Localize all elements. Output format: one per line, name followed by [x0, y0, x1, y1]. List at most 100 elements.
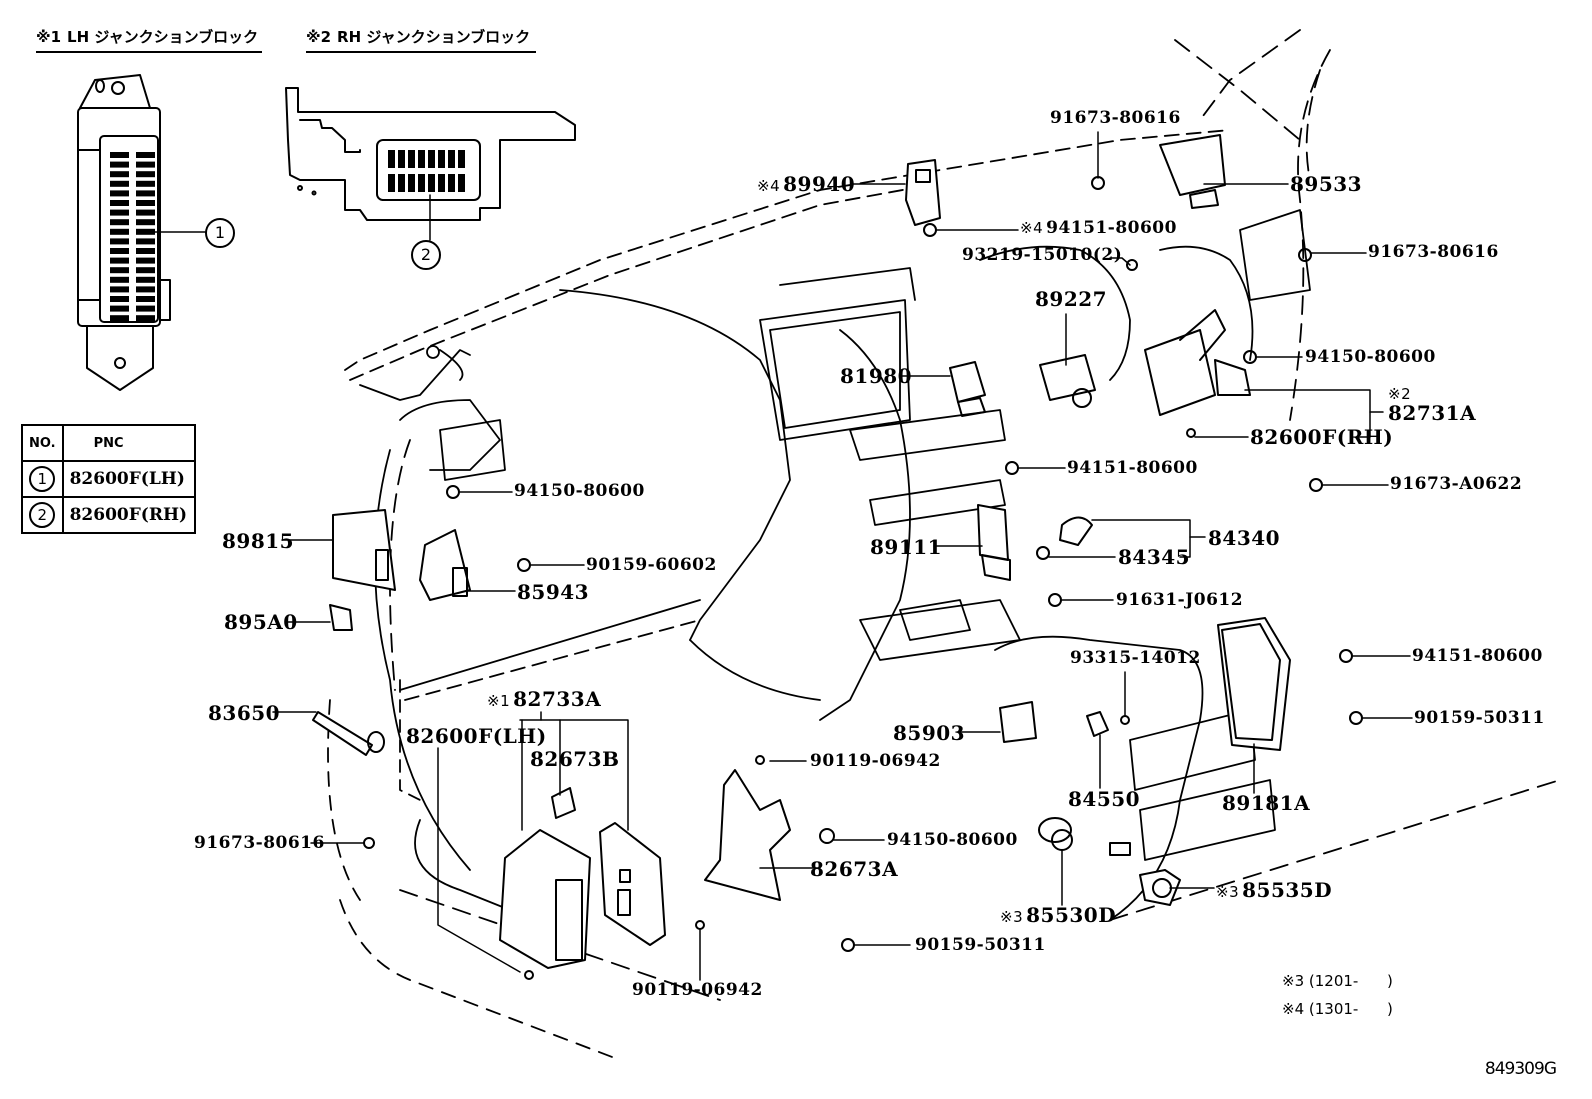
callout-83650[interactable]: 83650 — [208, 701, 281, 725]
note-mark: ※1 — [36, 28, 62, 46]
rh-junction-block — [285, 87, 576, 221]
callout-81980[interactable]: 81980 — [840, 364, 913, 388]
part-89940 — [905, 159, 941, 226]
callout-91673-80616-left[interactable]: 91673-80616 — [194, 833, 325, 853]
diagram-reference-code: 849309G — [1484, 1059, 1557, 1079]
callout-82673A[interactable]: 82673A — [810, 857, 899, 881]
terminal-pin — [136, 209, 155, 216]
note-mark: ※2 — [306, 28, 332, 46]
callout-90159-50311-right[interactable]: 90159-50311 — [1414, 708, 1545, 728]
callout-82600F-LH[interactable]: 82600F(LH) — [406, 724, 547, 748]
callout-85903[interactable]: 85903 — [893, 721, 966, 745]
terminal-pin — [448, 174, 455, 192]
callout-93315-14012[interactable]: 93315-14012 — [1070, 648, 1201, 668]
terminal-pin — [418, 174, 425, 192]
callout-94150-80600-left[interactable]: 94150-80600 — [514, 481, 645, 501]
terminal-pin — [428, 174, 435, 192]
part-82731A — [1144, 309, 1251, 416]
callout-90159-50311-bottom[interactable]: 90159-50311 — [915, 935, 1046, 955]
terminal-pin — [136, 190, 155, 197]
part-81980 — [949, 361, 986, 417]
table-row: 1 82600F(LH) — [21, 460, 196, 498]
terminal-pin — [408, 174, 415, 192]
terminal-pin — [110, 180, 129, 187]
callout-84345[interactable]: 84345 — [1118, 545, 1191, 569]
part-895A0 — [329, 604, 353, 631]
callout-91673-A0622[interactable]: 91673-A0622 — [1390, 474, 1523, 494]
part-84550 — [1086, 711, 1130, 737]
terminal-pin — [110, 190, 129, 197]
terminal-pin — [136, 180, 155, 187]
terminal-pin — [110, 276, 129, 283]
callout-85943[interactable]: 85943 — [517, 580, 590, 604]
table-row: 2 82600F(RH) — [21, 496, 196, 534]
callout-91673-80616-right[interactable]: 91673-80616 — [1368, 242, 1499, 262]
row-pnc: 82600F(LH) — [61, 460, 196, 498]
part-85530D — [1038, 817, 1131, 856]
terminal-pin — [398, 174, 405, 192]
table-header-row: NO. PNC — [21, 424, 196, 462]
terminal-pin — [136, 238, 155, 245]
note-text: (1201- ) — [1308, 972, 1393, 990]
terminal-pin — [110, 305, 129, 312]
pnc-table: NO. PNC 1 82600F(LH) 2 82600F(RH) — [21, 424, 196, 534]
terminal-pin — [136, 248, 155, 254]
callout-84550[interactable]: 84550 — [1068, 787, 1141, 811]
terminal-pin — [136, 200, 155, 206]
terminal-pin — [110, 286, 129, 293]
terminal-pin — [110, 296, 129, 302]
callout-94151-80600-low[interactable]: 94151-80600 — [1412, 646, 1543, 666]
callout-94151-80600-mid[interactable]: 94151-80600 — [1067, 458, 1198, 478]
terminal-pin — [136, 315, 155, 322]
callout-93219-15010[interactable]: 93219-15010(2) — [962, 245, 1123, 265]
junction-marker-2: 2 — [411, 240, 441, 270]
legend-note-3: ※3 (1201- ) — [1282, 972, 1393, 990]
terminal-pin — [458, 174, 465, 192]
callout-89815[interactable]: 89815 — [222, 529, 295, 553]
callout-82600F-RH[interactable]: 82600F(RH) — [1250, 425, 1394, 449]
part-82673A — [704, 769, 791, 901]
terminal-pin — [398, 150, 405, 168]
terminal-pin — [110, 238, 129, 245]
terminal-pin — [428, 150, 435, 168]
row-number: 2 — [29, 502, 56, 528]
part-84340 — [1036, 516, 1093, 560]
callout-94150-80600-right[interactable]: 94150-80600 — [1305, 347, 1436, 367]
callout-89111[interactable]: 89111 — [870, 535, 943, 559]
callout-82673B[interactable]: 82673B — [530, 747, 620, 771]
column-header-no: NO. — [21, 424, 64, 462]
callout-89227[interactable]: 89227 — [1035, 287, 1108, 311]
callout-94150-80600-low[interactable]: 94150-80600 — [887, 830, 1018, 850]
terminal-pin — [438, 150, 445, 168]
callout-89181A[interactable]: 89181A — [1222, 791, 1311, 815]
terminal-pin — [110, 161, 129, 168]
terminal-pin — [110, 248, 129, 254]
terminal-pin — [136, 296, 155, 302]
note-text: (1301- ) — [1308, 1000, 1393, 1018]
callout-90159-60602[interactable]: 90159-60602 — [586, 555, 717, 575]
callout-895A0[interactable]: 895A0 — [224, 610, 298, 634]
part-89111 — [977, 504, 1011, 581]
note-mark: ※3 — [1282, 972, 1305, 990]
terminal-pin — [136, 305, 155, 312]
callout-90119-06942-bottom[interactable]: 90119-06942 — [632, 980, 763, 1000]
lh-terminal-pins — [110, 152, 155, 322]
terminal-pin — [136, 257, 155, 264]
callout-90119-06942-top[interactable]: 90119-06942 — [810, 751, 941, 771]
column-header-pnc: PNC — [61, 424, 196, 462]
callout-84340[interactable]: 84340 — [1208, 526, 1281, 550]
callout-91631-J0612[interactable]: 91631-J0612 — [1116, 590, 1244, 610]
callout-89533[interactable]: 89533 — [1290, 172, 1363, 196]
terminal-pin — [110, 200, 129, 206]
terminal-pin — [136, 267, 155, 274]
part-85903 — [999, 701, 1037, 743]
callout-91673-80616-top[interactable]: 91673-80616 — [1050, 108, 1181, 128]
